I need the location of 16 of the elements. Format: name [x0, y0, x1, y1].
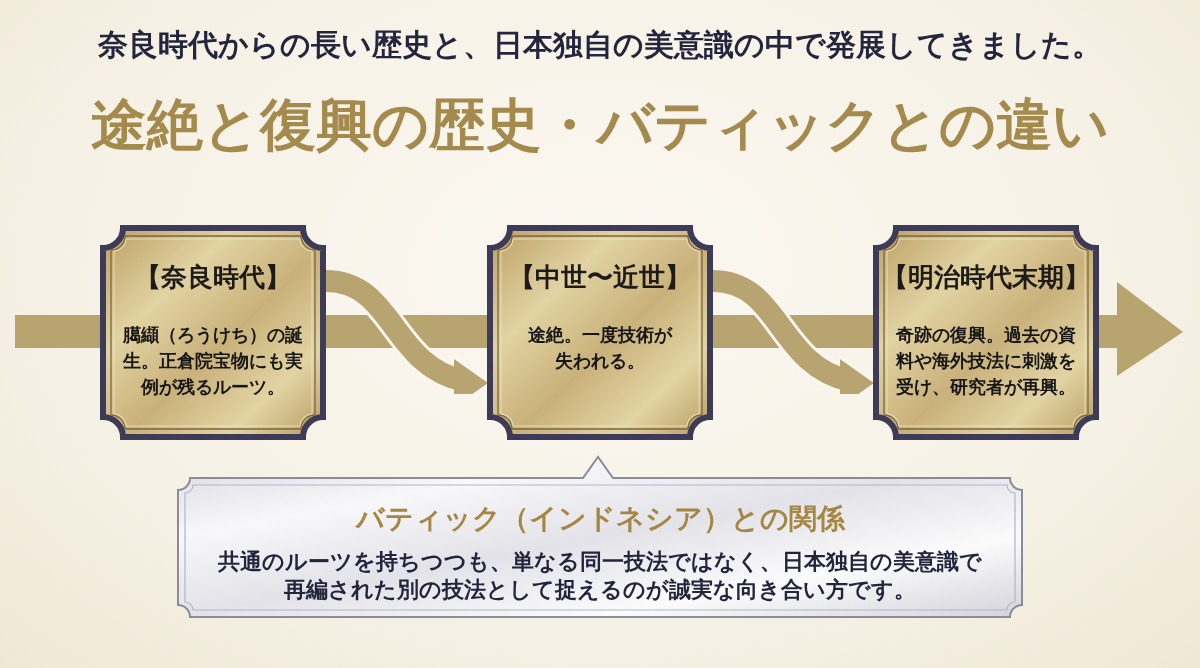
period-card	[487, 225, 713, 440]
card-heading: 【中世〜近世】	[509, 261, 691, 293]
card-heading: 【奈良時代】	[135, 261, 291, 293]
title: 途絶と復興の歴史・バティックとの違い	[91, 90, 1109, 158]
curved-arrow	[711, 270, 874, 404]
curved-arrow	[324, 270, 488, 404]
callout-text: 共通のルーツを持ちつつも、単なる同一技法ではなく、日本独自の美意識で再編された別の技法として捉えるのが誠実な向き合い方です。	[217, 548, 983, 604]
card-text: 奇跡の復興。過去の資料や海外技法に刺激を受け、研究者が再興。	[894, 323, 1077, 399]
callout-heading: バティック（インドネシア）との関係	[355, 502, 845, 536]
card-heading: 【明治時代末期】	[882, 261, 1090, 293]
subtitle: 奈良時代からの長い歴史と、日本独自の美意識の中で発展してきました。	[98, 27, 1102, 64]
period-card	[873, 225, 1099, 440]
card-text: 臈纈（ろうけち）の誕生。正倉院宝物にも実例が残るルーツ。	[122, 323, 304, 399]
callout-box	[177, 455, 1023, 618]
card-text: 途絶。一度技術が失われる。	[527, 323, 674, 373]
period-card	[100, 225, 326, 440]
